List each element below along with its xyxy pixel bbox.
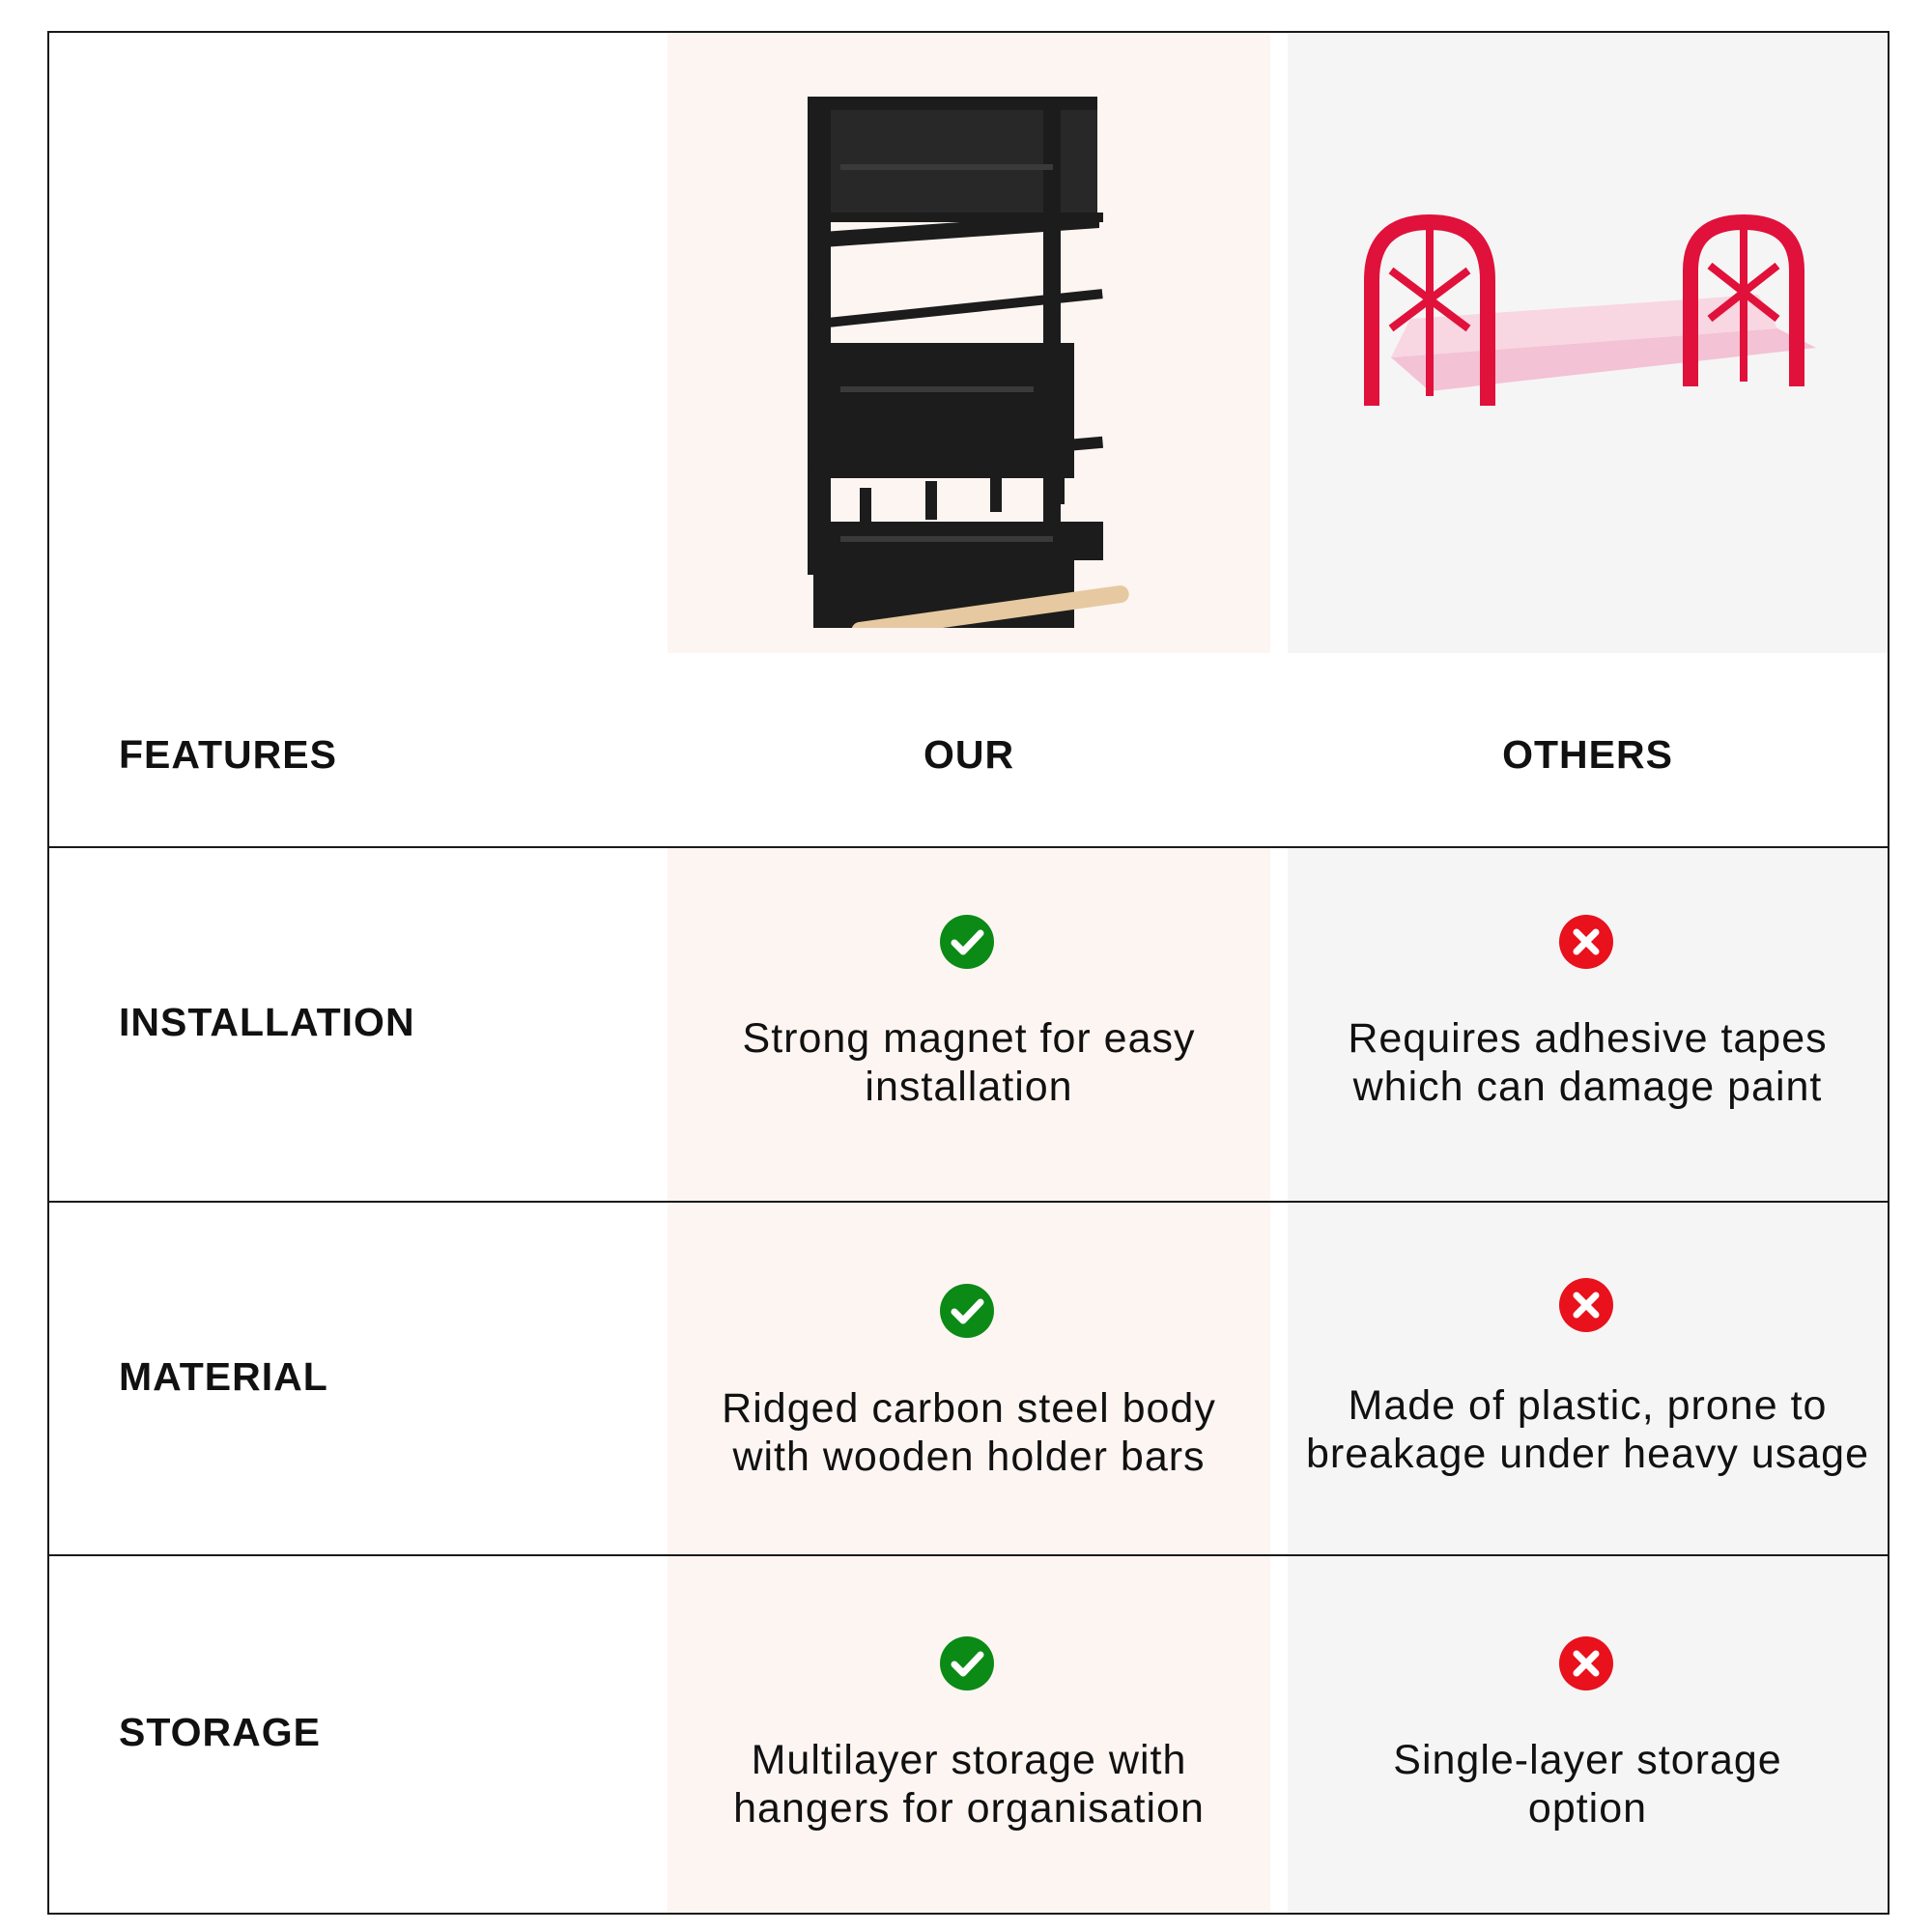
others-product-image [1364, 213, 1816, 406]
others-header: OTHERS [1502, 732, 1673, 777]
others-material-text: Made of plastic, prone to breakage under… [1305, 1382, 1870, 1477]
x-circle-icon [1559, 1278, 1613, 1332]
x-circle-icon [1559, 1636, 1613, 1690]
row-divider [47, 1554, 1889, 1556]
our-header: OUR [923, 732, 1015, 777]
check-circle-icon [940, 915, 994, 969]
feature-storage: STORAGE [119, 1710, 321, 1754]
feature-material: MATERIAL [119, 1354, 328, 1399]
check-circle-icon [940, 1636, 994, 1690]
ours-storage-text: Multilayer storage with hangers for orga… [733, 1737, 1205, 1832]
x-circle-icon [1559, 915, 1613, 969]
our-product-image [808, 97, 1129, 628]
ours-installation-text: Strong magnet for easy installation [742, 1015, 1196, 1110]
others-storage-text: Single-layer storage option [1393, 1737, 1782, 1832]
check-circle-icon [940, 1284, 994, 1338]
others-installation-text: Requires adhesive tapes which can damage… [1348, 1015, 1828, 1110]
features-header: FEATURES [119, 732, 337, 777]
header-label-band [49, 653, 1888, 846]
feature-installation: INSTALLATION [119, 1000, 415, 1044]
row-divider [47, 1201, 1889, 1203]
row-divider [47, 846, 1889, 848]
ours-material-text: Ridged carbon steel body with wooden hol… [722, 1385, 1216, 1480]
